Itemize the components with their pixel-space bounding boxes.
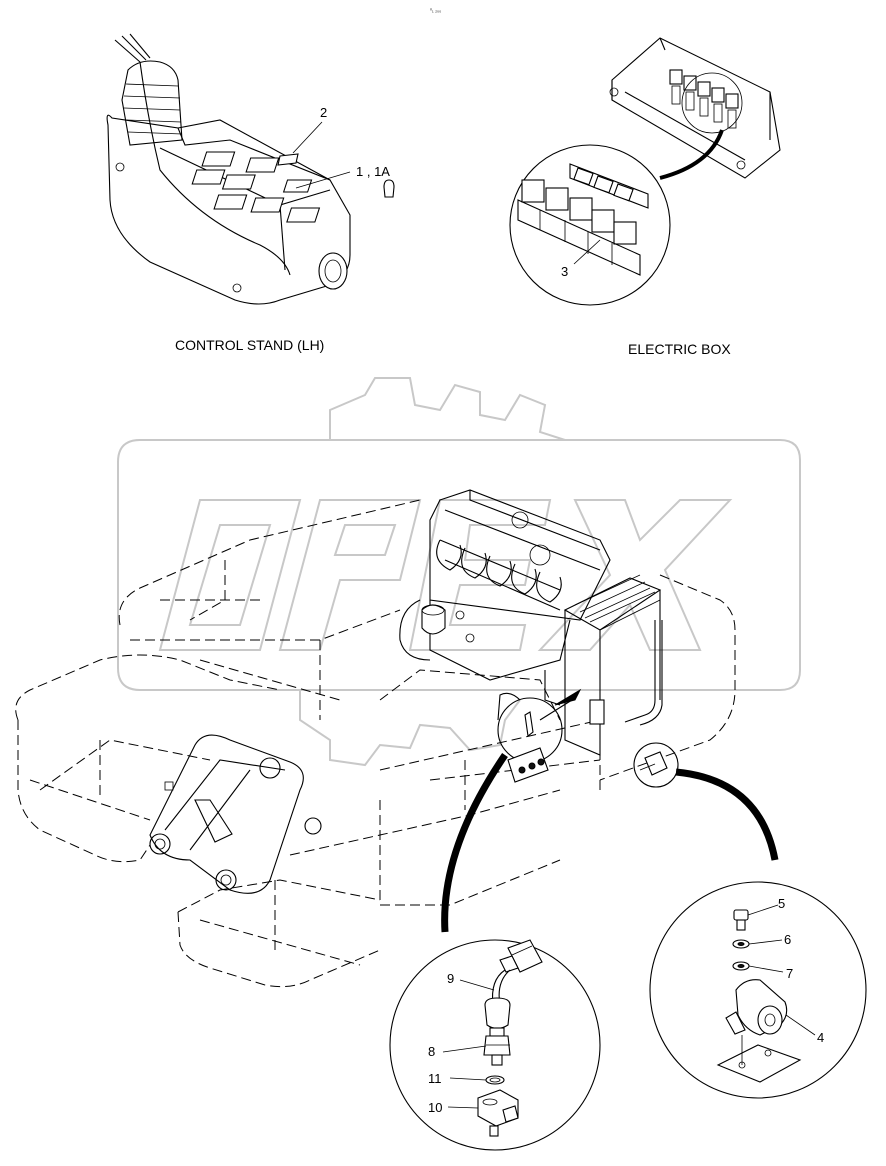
callout-8: 8: [428, 1044, 435, 1059]
caption-control-stand: CONTROL STAND (LH): [175, 337, 324, 353]
leader-arc-solenoid: [675, 768, 779, 861]
callout-1-1a: 1 , 1A: [356, 164, 390, 179]
sensor-detail: [389, 939, 601, 1151]
callout-5: 5: [778, 896, 785, 911]
control-stand-drawing: [106, 33, 395, 305]
leader-arc-sensor: [441, 753, 508, 933]
callout-11: 11: [428, 1071, 442, 1086]
header-mark: ⁰₁ ₂₀₀: [430, 8, 441, 14]
callout-6: 6: [784, 932, 791, 947]
engine-drawing: [399, 489, 679, 788]
callout-9: 9: [447, 971, 454, 986]
callout-4: 4: [817, 1030, 824, 1045]
watermark-logo: [117, 377, 801, 767]
solenoid-detail: [649, 881, 867, 1099]
callout-7: 7: [786, 966, 793, 981]
callout-3: 3: [561, 264, 568, 279]
machine-frame-drawing: [15, 499, 736, 988]
electric-box-drawing: [509, 37, 781, 306]
callout-2: 2: [320, 105, 327, 120]
caption-electric-box: ELECTRIC BOX: [628, 341, 731, 357]
callout-10: 10: [428, 1100, 442, 1115]
